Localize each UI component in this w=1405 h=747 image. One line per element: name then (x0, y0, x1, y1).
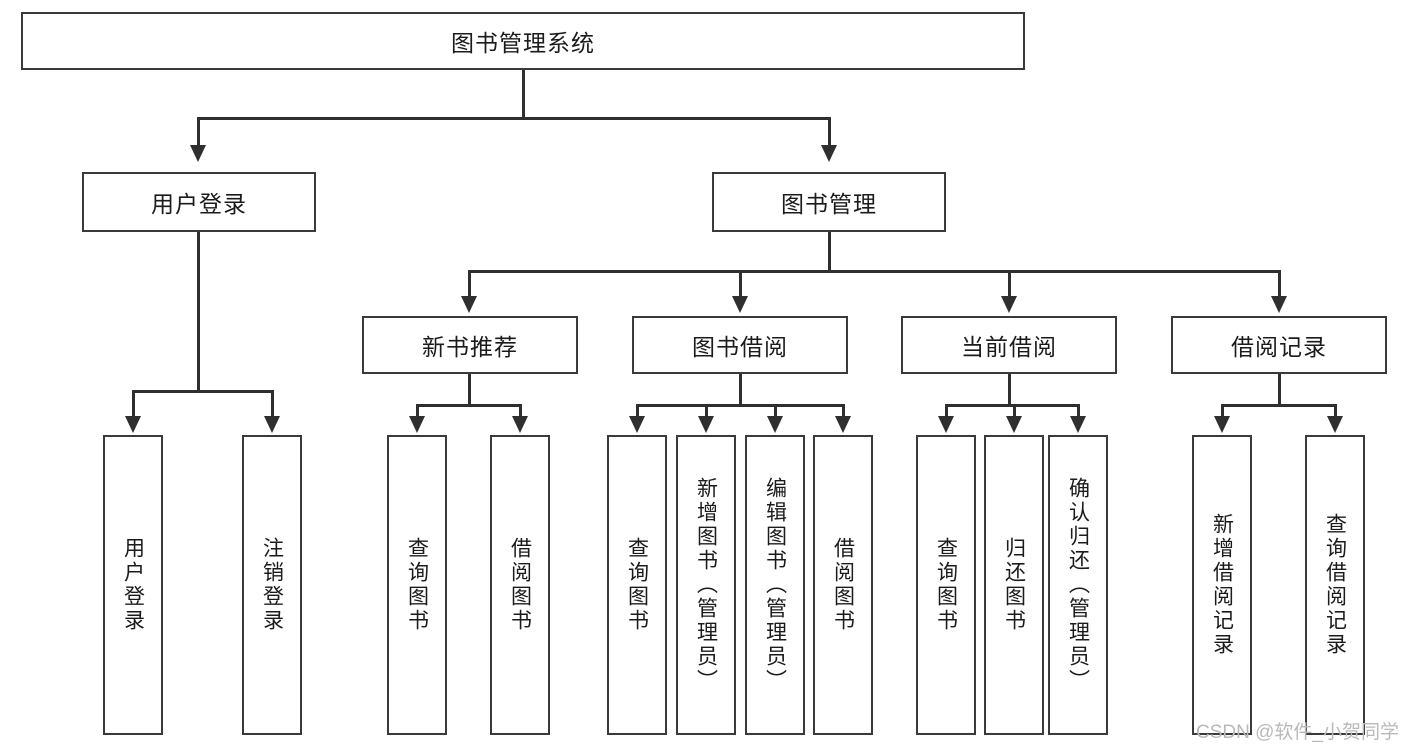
leaf-nbr-borrow-book[interactable]: 借阅图书 (490, 435, 550, 735)
node-label: 新增借阅记录 (1210, 513, 1234, 657)
node-label: 图书借阅 (692, 334, 788, 360)
leaf-bb-edit-book-admin[interactable]: 编辑图书（管理员） (745, 435, 805, 735)
connector-new-book-recommend-bus (416, 404, 522, 407)
node-label: 借阅记录 (1231, 334, 1327, 360)
connector-bb-leaf-1 (636, 404, 639, 418)
node-label: 借阅图书 (508, 537, 532, 633)
leaf-cb-query-book[interactable]: 查询图书 (916, 435, 976, 735)
arrowhead-bb-leaf-1 (629, 416, 645, 433)
connector-current-borrow-bus (945, 404, 1079, 407)
connector-user-login-to-leaf-1 (132, 390, 135, 418)
leaf-br-add-record[interactable]: 新增借阅记录 (1192, 435, 1252, 735)
arrowhead-new-book-recommend (461, 296, 477, 313)
node-label: 新书推荐 (422, 334, 518, 360)
connector-book-management-stem (828, 232, 831, 272)
arrowhead-cb-leaf-1 (938, 416, 954, 433)
connector-root-to-book-management (828, 117, 831, 147)
connector-new-book-recommend-stem (468, 374, 471, 406)
node-label: 查询借阅记录 (1323, 513, 1347, 657)
connector-to-new-book-recommend (468, 270, 471, 298)
leaf-user-login-logout[interactable]: 注销登录 (242, 435, 302, 735)
arrowhead-nbr-leaf-2 (512, 416, 528, 433)
arrowhead-br-leaf-2 (1327, 416, 1343, 433)
arrowhead-book-borrow (732, 296, 748, 313)
connector-borrow-record-bus (1221, 404, 1337, 407)
node-label: 图书管理 (781, 191, 877, 217)
node-current-borrow[interactable]: 当前借阅 (901, 316, 1117, 374)
leaf-bb-add-book-admin[interactable]: 新增图书（管理员） (676, 435, 736, 735)
node-book-borrow[interactable]: 图书借阅 (632, 316, 848, 374)
connector-root-stem (522, 70, 525, 118)
connector-cb-leaf-2 (1013, 404, 1016, 418)
node-label: 图书管理系统 (451, 30, 595, 56)
node-label: 查询图书 (405, 537, 429, 633)
connector-nbr-leaf-2 (519, 404, 522, 418)
connector-bb-leaf-4 (842, 404, 845, 418)
leaf-cb-confirm-return-admin[interactable]: 确认归还（管理员） (1048, 435, 1108, 735)
leaf-nbr-query-book[interactable]: 查询图书 (387, 435, 447, 735)
connector-br-leaf-1 (1221, 404, 1224, 418)
arrowhead-root-to-user-login (190, 145, 206, 162)
arrowhead-cb-leaf-2 (1006, 416, 1022, 433)
connector-nbr-leaf-1 (416, 404, 419, 418)
node-label: 编辑图书（管理员） (763, 477, 787, 693)
arrowhead-nbr-leaf-1 (409, 416, 425, 433)
connector-user-login-stem (197, 232, 200, 392)
connector-to-book-borrow (739, 270, 742, 298)
node-label: 用户登录 (151, 191, 247, 217)
arrowhead-bb-leaf-4 (835, 416, 851, 433)
node-label: 新增图书（管理员） (694, 477, 718, 693)
connector-bb-leaf-3 (774, 404, 777, 418)
node-new-book-recommend[interactable]: 新书推荐 (362, 316, 578, 374)
connector-root-to-user-login (197, 117, 200, 147)
connector-bb-leaf-2 (705, 404, 708, 418)
node-label: 借阅图书 (831, 537, 855, 633)
connector-br-leaf-2 (1334, 404, 1337, 418)
connector-user-login-bus (132, 390, 274, 393)
connector-cb-leaf-1 (945, 404, 948, 418)
connector-to-borrow-record (1278, 270, 1281, 298)
arrowhead-root-to-book-management (821, 145, 837, 162)
leaf-bb-borrow-book[interactable]: 借阅图书 (813, 435, 873, 735)
connector-user-login-to-leaf-2 (271, 390, 274, 418)
node-label: 归还图书 (1002, 537, 1026, 633)
node-label: 查询图书 (625, 537, 649, 633)
connector-book-borrow-bus (636, 404, 844, 407)
connector-root-bus (197, 117, 830, 120)
node-book-management[interactable]: 图书管理 (712, 172, 946, 232)
node-borrow-record[interactable]: 借阅记录 (1171, 316, 1387, 374)
arrowhead-cb-leaf-3 (1070, 416, 1086, 433)
node-label: 当前借阅 (961, 334, 1057, 360)
arrowhead-user-login-leaf-1 (125, 416, 141, 433)
leaf-br-query-record[interactable]: 查询借阅记录 (1305, 435, 1365, 735)
leaf-bb-query-book[interactable]: 查询图书 (607, 435, 667, 735)
connector-level3-bus (468, 270, 1280, 273)
node-root-book-management-system[interactable]: 图书管理系统 (21, 12, 1025, 70)
arrowhead-borrow-record (1271, 296, 1287, 313)
node-label: 用户登录 (121, 537, 145, 633)
arrowhead-current-borrow (1001, 296, 1017, 313)
node-user-login[interactable]: 用户登录 (82, 172, 316, 232)
connector-borrow-record-stem (1278, 374, 1281, 406)
node-label: 注销登录 (260, 537, 284, 633)
arrowhead-user-login-leaf-2 (264, 416, 280, 433)
leaf-user-login-login[interactable]: 用户登录 (103, 435, 163, 735)
arrowhead-bb-leaf-2 (698, 416, 714, 433)
connector-current-borrow-stem (1008, 374, 1011, 406)
arrowhead-bb-leaf-3 (767, 416, 783, 433)
node-label: 确认归还（管理员） (1066, 477, 1090, 693)
leaf-cb-return-book[interactable]: 归还图书 (984, 435, 1044, 735)
connector-book-borrow-stem (739, 374, 742, 406)
node-label: 查询图书 (934, 537, 958, 633)
arrowhead-br-leaf-1 (1214, 416, 1230, 433)
connector-to-current-borrow (1008, 270, 1011, 298)
connector-cb-leaf-3 (1077, 404, 1080, 418)
